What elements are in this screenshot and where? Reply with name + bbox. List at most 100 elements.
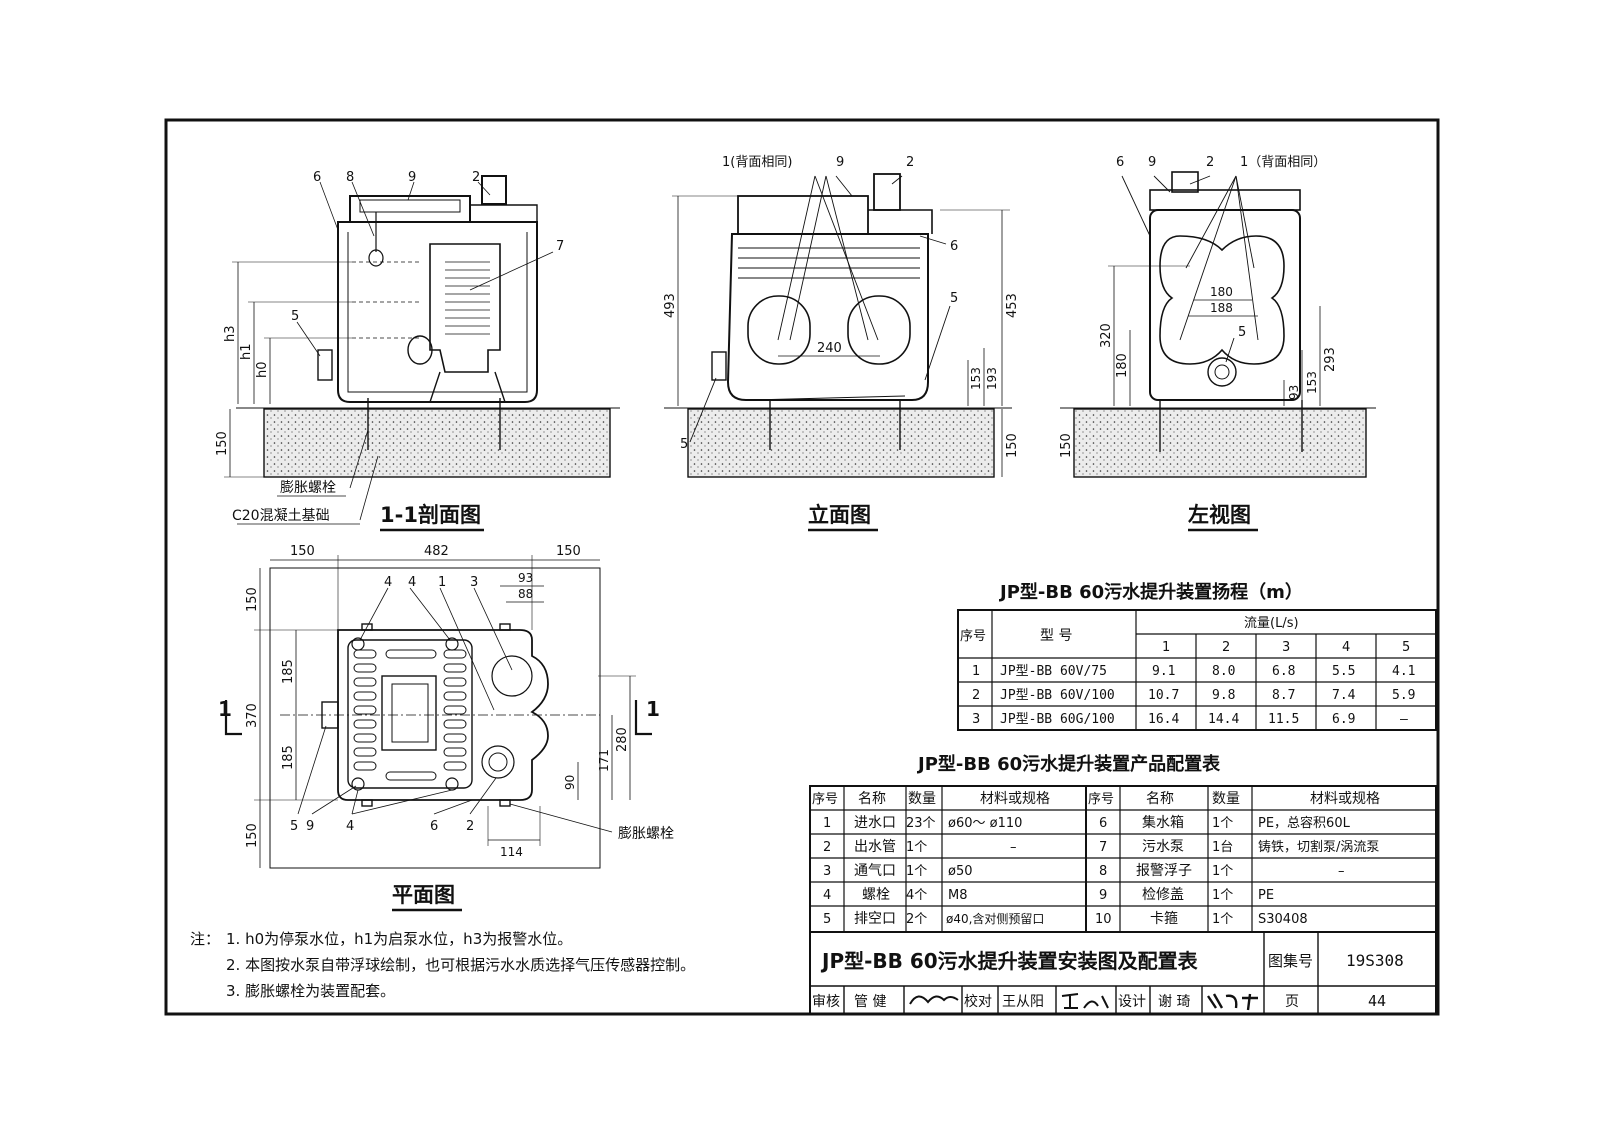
dim-114: 114 [500,845,523,859]
note-2: 2. 本图按水泵自带浮球绘制，也可根据污水水质选择气压传感器控制。 [226,956,695,974]
head-table-title: JP型-BB 60污水提升装置扬程（m） [998,581,1303,603]
callout-9: 9 [408,170,416,185]
callout-4a: 4 [384,575,392,590]
svg-text:名称: 名称 [1146,791,1174,807]
section-labels: 6 8 9 2 7 5 h3 h1 h0 150 膨胀螺栓 C20混凝土基础 1… [215,170,564,532]
elevation-view [664,173,1012,478]
flow-2: 2 [1222,640,1230,655]
svg-text:PE，总容积60L: PE，总容积60L [1258,815,1351,831]
svg-text:卡箍: 卡箍 [1150,910,1178,927]
callout-6: 6 [950,239,958,254]
svg-text:ø40,含对侧预留口: ø40,含对侧预留口 [946,911,1044,926]
table-row: 3 通气口 1个 ø50 8 报警浮子 1个 – [823,863,1345,879]
svg-text:PE: PE [1258,888,1274,903]
left-view-labels: 6 9 2 1（背面相同） 5 320 180 180 188 293 153 … [1059,155,1338,532]
dim-150-top-left: 150 [290,544,315,559]
table-row: 2 出水管 1个 – 7 污水泵 1台 铸铁，切割泵/涡流泵 [823,839,1379,855]
svg-text:16.4: 16.4 [1148,712,1179,727]
inspection-cover [349,195,471,223]
callout-2: 2 [466,819,474,834]
dim-150-left-bottom: 150 [245,823,260,848]
svg-text:8.0: 8.0 [1212,664,1235,679]
outlet-pipe [873,173,901,211]
dim-293: 293 [1323,347,1338,372]
section-mark-left: 1 [218,697,232,721]
dim-150-left-top: 150 [245,587,260,612]
dim-150: 150 [1059,433,1074,458]
svg-text:铸铁，切割泵/涡流泵: 铸铁，切割泵/涡流泵 [1258,839,1379,855]
title-block: JP型-BB 60污水提升装置安装图及配置表 图集号 19S308 审核 管 健… [809,931,1437,1015]
tank-outline [337,629,549,801]
svg-text:ø60～ ø110: ø60～ ø110 [948,816,1022,831]
svg-text:1个: 1个 [1212,816,1233,831]
tank-body [726,233,929,401]
svg-text:10.7: 10.7 [1148,688,1179,703]
dim-185-bottom: 185 [281,745,296,770]
callout-1: 1(背面相同) [722,155,792,170]
dim-453: 453 [1005,293,1020,318]
callout-1: 1（背面相同） [1240,155,1326,170]
svg-text:1个: 1个 [1212,864,1233,879]
elevation-title: 立面图 [808,503,871,527]
dim-150-top-right: 150 [556,544,581,559]
svg-text:4: 4 [823,888,831,903]
svg-text:23个: 23个 [906,816,936,831]
dim-240: 240 [817,341,842,356]
section-view [224,175,620,525]
svg-text:检修盖: 检修盖 [1142,887,1184,903]
svg-text:JP型-BB 60V/100: JP型-BB 60V/100 [1000,688,1115,703]
svg-text:集水箱: 集水箱 [1142,814,1184,831]
callout-4b: 4 [408,575,416,590]
config-table: JP型-BB 60污水提升装置产品配置表 序号 名称 数量 材料或规格 序号 名… [809,753,1437,933]
dim-h1: h1 [239,343,254,360]
svg-text:7.4: 7.4 [1332,688,1356,703]
svg-text:4个: 4个 [906,888,927,903]
concrete-base [1073,408,1367,478]
svg-text:材料或规格: 材料或规格 [980,791,1050,807]
flow-headers: 1 2 3 4 5 [1162,640,1410,655]
table-row: 1 进水口 23个 ø60～ ø110 6 集水箱 1个 PE，总容积60L [823,814,1351,831]
flow-3: 3 [1282,640,1290,655]
callout-5: 5 [291,309,299,324]
svg-text:材料或规格: 材料或规格 [1310,791,1380,807]
dim-90: 90 [563,775,577,790]
dim-93: 93 [518,571,533,585]
table-row: 5 排空口 2个 ø40,含对侧预留口 10 卡箍 1个 S30408 [823,910,1308,927]
check-label: 校对 [964,993,992,1010]
callout-7: 7 [556,239,564,254]
atlas-number: 19S308 [1346,951,1404,970]
section-title: 1-1剖面图 [380,503,481,527]
dim-150: 150 [1005,433,1020,458]
dim-180: 180 [1210,285,1233,299]
svg-text:4.1: 4.1 [1392,664,1415,679]
svg-text:出水管: 出水管 [854,839,896,855]
plan-labels: 150 482 150 93 88 150 185 370 185 150 28… [218,544,674,912]
svg-text:JP型-BB 60G/100: JP型-BB 60G/100 [1000,712,1115,727]
reviewer-name: 管 健 [854,994,886,1010]
dim-193: 193 [985,367,999,390]
svg-text:名称: 名称 [858,791,886,807]
plan-base [269,567,601,869]
head-table: JP型-BB 60污水提升装置扬程（m） 序号 型 号 流量(L/s) 1 2 … [957,581,1437,731]
svg-text:7: 7 [1099,840,1107,855]
table-row: 2 JP型-BB 60V/100 10.7 9.8 8.7 7.4 5.9 [972,688,1415,703]
config-table-title: JP型-BB 60污水提升装置产品配置表 [916,753,1221,775]
svg-text:报警浮子: 报警浮子 [1136,863,1192,879]
flow-4: 4 [1342,640,1350,655]
callout-6: 6 [430,819,438,834]
svg-text:数量: 数量 [908,791,936,807]
svg-text:1个: 1个 [906,840,927,855]
svg-text:1: 1 [823,816,831,831]
svg-text:5.9: 5.9 [1392,688,1415,703]
callout-5: 5 [1238,325,1246,340]
callout-3: 3 [470,575,478,590]
callout-6: 6 [1116,155,1124,170]
dim-171: 171 [597,749,611,772]
table-row: 1 JP型-BB 60V/75 9.1 8.0 6.8 5.5 4.1 [972,664,1415,679]
review-label: 审核 [812,994,840,1010]
svg-text:6: 6 [1099,816,1107,831]
svg-text:14.4: 14.4 [1208,712,1239,727]
col-model: 型 号 [1040,628,1072,644]
callout-2: 2 [906,155,914,170]
svg-text:螺栓: 螺栓 [862,887,890,903]
